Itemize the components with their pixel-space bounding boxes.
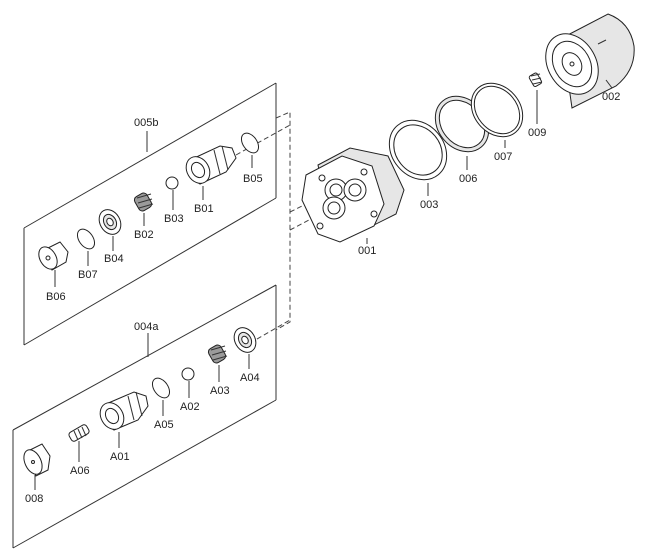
part-b07-o-ring [76, 228, 96, 266]
label-a05: A05 [154, 419, 174, 431]
group-frame-005b [23, 82, 277, 346]
label-009: 009 [528, 127, 546, 139]
label-b03: B03 [164, 213, 184, 225]
label-008: 008 [25, 493, 43, 505]
part-b03-ball [165, 176, 179, 210]
label-003: 003 [420, 199, 438, 211]
label-b07: B07 [78, 269, 98, 281]
label-002: 002 [602, 91, 620, 103]
part-008-cap [23, 443, 51, 490]
part-a05-o-ring [151, 377, 171, 416]
part-b02-spring [133, 192, 154, 226]
part-003-seal-ring [388, 119, 448, 196]
label-a03: A03 [210, 385, 230, 397]
part-b01-fitting [185, 145, 237, 200]
label-b01: B01 [194, 203, 214, 215]
group-label-004a: 004a [134, 321, 159, 333]
part-b05-o-ring [240, 132, 260, 168]
group-frame-004a [12, 284, 277, 549]
label-b06: B06 [46, 291, 66, 303]
label-a02: A02 [180, 401, 200, 413]
label-006: 006 [459, 173, 477, 185]
part-a04-valve-seat [233, 327, 257, 369]
label-b02: B02 [134, 229, 154, 241]
group-label-005b: 005b [134, 117, 158, 129]
part-a06-nipple [68, 424, 90, 462]
label-007: 007 [494, 151, 512, 163]
part-002-cylinder [545, 13, 635, 109]
label-a06: A06 [70, 465, 90, 477]
part-007-o-ring [470, 82, 524, 148]
part-a02-ball [181, 367, 195, 398]
part-b06-plug [38, 241, 69, 287]
part-001-body [301, 147, 405, 244]
label-a04: A04 [240, 372, 260, 384]
part-009-small-plug [528, 72, 543, 124]
part-a01-fitting [99, 391, 149, 448]
part-b04-valve-seat [98, 209, 122, 251]
label-a01: A01 [110, 451, 130, 463]
label-b04: B04 [104, 253, 124, 265]
part-a03-spring [207, 344, 228, 382]
label-001: 001 [358, 245, 376, 257]
label-b05: B05 [243, 173, 263, 185]
